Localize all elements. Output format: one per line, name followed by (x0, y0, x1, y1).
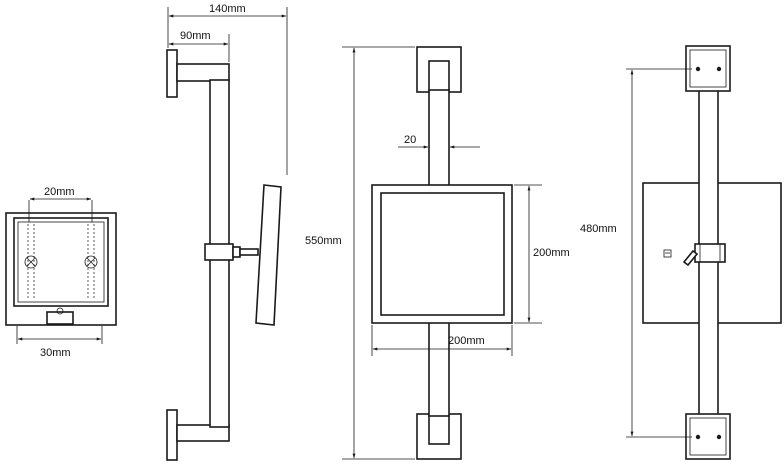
dim-end-top-label: 20mm (44, 186, 75, 198)
dim-end-bottom-label: 30mm (40, 347, 71, 359)
screw-icon (695, 66, 701, 72)
screw-icon (695, 434, 701, 440)
front-view: 550mm 20 200mm 200mm (305, 46, 570, 460)
dim-height-label: 550mm (305, 235, 342, 247)
end-view: 20mm 30mm (5, 186, 117, 359)
screw-icon (716, 434, 722, 440)
top-mount-box (685, 45, 731, 92)
top-arm (176, 63, 230, 82)
top-wall-plate (166, 49, 178, 98)
clamp-knob-icon (682, 249, 699, 267)
bottom-mount-box (685, 413, 731, 460)
bottom-arm (176, 424, 230, 442)
bracket-plate (17, 221, 105, 303)
dim-mirror-height-label: 200mm (533, 247, 570, 259)
bracket-outer-box (5, 212, 117, 326)
rear-view: 480mm (580, 45, 782, 460)
dim-total-depth-label: 140mm (209, 3, 246, 15)
dim-mirror-width-label: 200mm (448, 335, 485, 347)
bracket-inner-box (13, 217, 109, 307)
screw-icon (84, 255, 98, 269)
dim-rail-width-label: 20 (404, 134, 416, 146)
screw-icon (24, 255, 38, 269)
screw-icon (716, 66, 722, 72)
mirror-frame (371, 184, 513, 324)
clamp-collar (232, 246, 241, 258)
bottom-cap-inner (428, 413, 450, 445)
dim-mount-distance-label: 480mm (580, 223, 617, 235)
dim-bracket-depth-label: 90mm (180, 30, 211, 42)
rear-clamp (694, 243, 726, 263)
clamp-knob (239, 248, 259, 256)
mirror-profile (255, 184, 282, 326)
small-label-icon (663, 249, 672, 258)
bottom-wall-plate (166, 409, 178, 461)
top-cap-inner (428, 60, 450, 93)
clamp-block (204, 243, 234, 261)
side-view: 140mm 90mm (166, 3, 288, 461)
set-screw-tab (46, 311, 74, 325)
mirror-glass (380, 192, 505, 316)
